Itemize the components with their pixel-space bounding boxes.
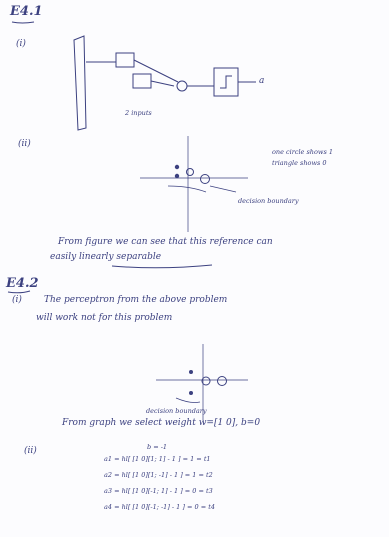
heading-e41: E4.1 <box>10 4 43 19</box>
part-label-i: (i) <box>16 39 26 49</box>
plot-e42 <box>156 344 248 420</box>
diagram-caption: 2 inputs <box>125 109 152 117</box>
graph-note: From graph we select weight w=[1 0], b=0 <box>62 418 261 428</box>
part-label-ii: (ii) <box>18 139 31 149</box>
equation-2: a2 = hl[ [1 0][1; -1] - 1 ] = 1 = t2 <box>104 471 213 479</box>
heading-underline <box>11 21 35 24</box>
equation-1: a1 = hl[ [1 0][1; 1] - 1 ] = 1 = t1 <box>104 455 211 463</box>
conclusion-line-1: From figure we can see that this referen… <box>58 237 273 247</box>
e42-line-2: will work not for this problem <box>36 313 173 323</box>
conclusion-line-2: easily linearly separable <box>50 252 162 262</box>
plot-note-1: one circle shows 1 <box>272 148 334 156</box>
perceptron-diagram <box>73 35 256 131</box>
weight-box-1 <box>115 52 135 68</box>
bias-label: b = -1 <box>147 443 168 451</box>
output-label: a <box>259 76 265 86</box>
part-label-ii-e42: (ii) <box>24 446 37 456</box>
weight-box-2 <box>132 73 152 89</box>
summing-node <box>176 80 188 92</box>
equation-3: a3 = hl[ [1 0][-1; 1] - 1 ] = 0 = t3 <box>104 487 213 495</box>
boundary-label-e42: decision boundary <box>146 407 207 415</box>
plot-note-2: triangle shows 0 <box>272 159 327 167</box>
e42-line-1: The perceptron from the above problem <box>44 295 228 305</box>
heading-e42: E4.2 <box>6 276 39 291</box>
boundary-label-e41: decision boundary <box>238 197 299 205</box>
part-label-i-e42: (i) <box>12 295 22 305</box>
plot-e41 <box>140 136 248 232</box>
input-bar <box>73 35 87 131</box>
equation-4: a4 = hl[ [1 0][-1; -1] - 1 ] = 0 = t4 <box>104 503 215 511</box>
